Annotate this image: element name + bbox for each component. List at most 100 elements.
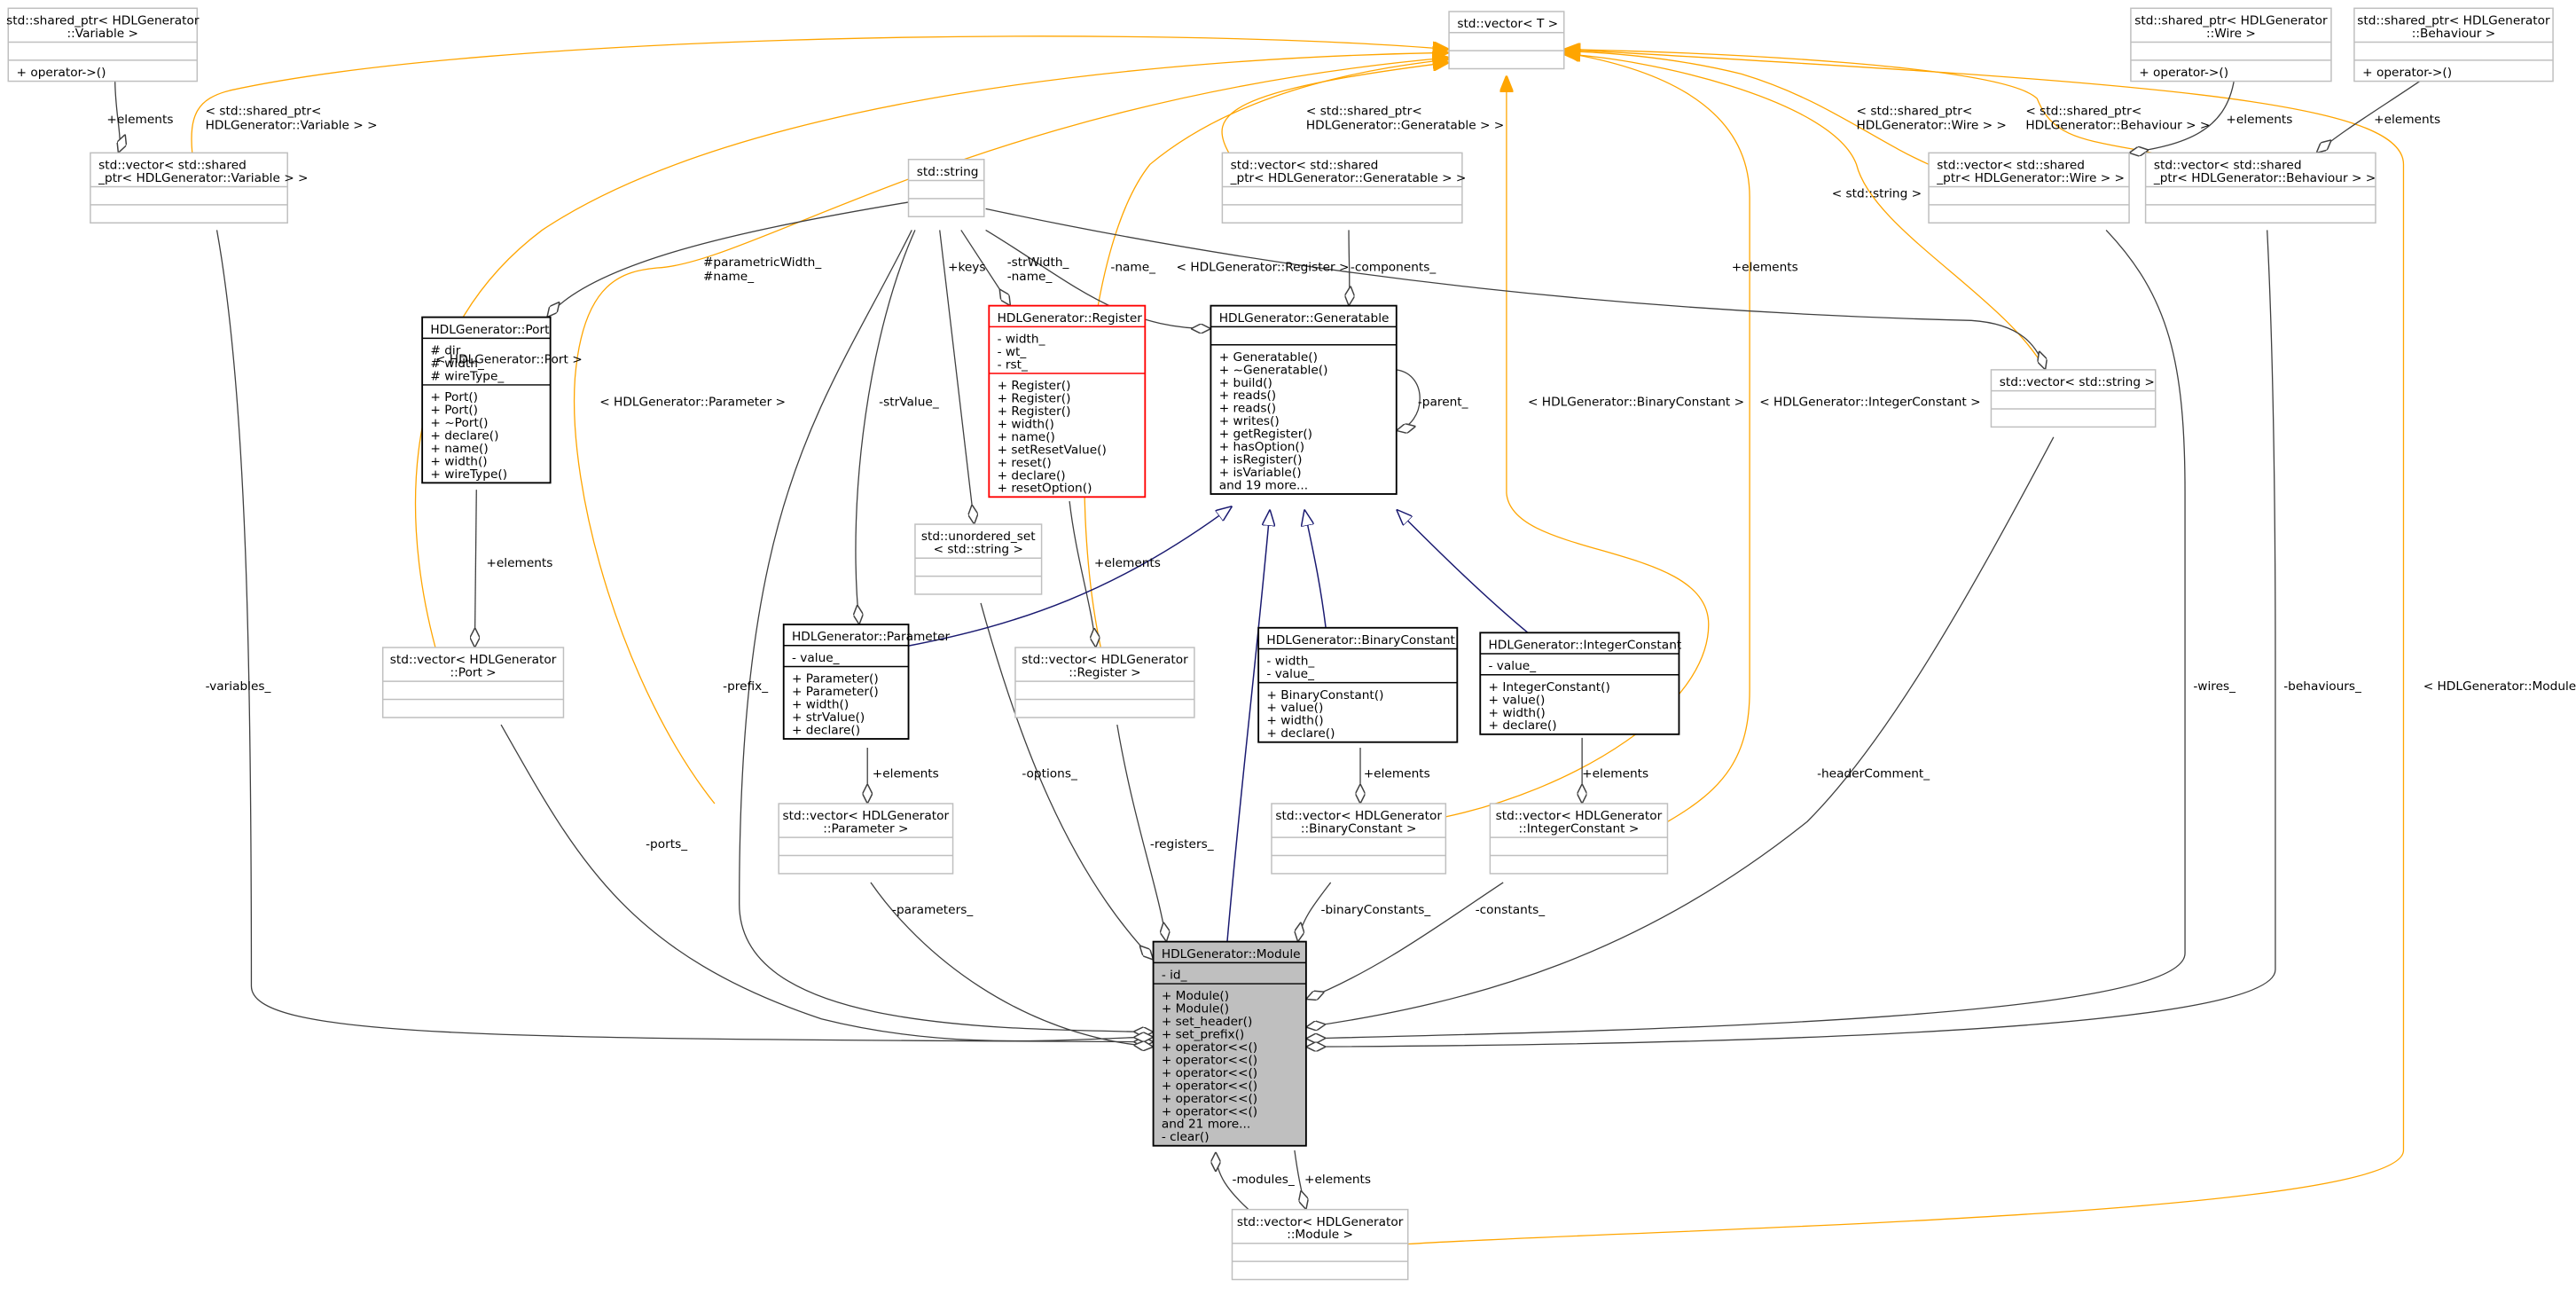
inheritance-edge <box>1226 509 1270 942</box>
edge-label: HDLGenerator::Wire > > <box>1857 118 2007 132</box>
class-node-uset[interactable]: std::unordered_set< std::string > <box>914 523 1043 595</box>
inheritance-edge <box>1397 509 1529 633</box>
class-operation: + reads() <box>1219 388 1276 403</box>
class-operation: + build() <box>1219 376 1272 390</box>
aggregation-edge <box>1216 1152 1249 1211</box>
class-attribute: - value_ <box>792 651 840 665</box>
class-box <box>2353 7 2554 82</box>
class-title: ::Port > <box>450 666 496 680</box>
class-operation: and 21 more... <box>1162 1118 1250 1132</box>
class-operation: + operator<<() <box>1162 1040 1257 1055</box>
class-title: ::IntegerConstant > <box>1519 822 1640 836</box>
class-box <box>90 152 288 224</box>
class-title: ::Wire > <box>2206 27 2256 41</box>
edge-label: +elements <box>106 113 173 127</box>
class-box <box>1014 647 1195 718</box>
edge-label: HDLGenerator::Behaviour > > <box>2025 118 2210 132</box>
edge-label: +elements <box>1732 261 1798 275</box>
class-operation: + Register() <box>998 379 1071 393</box>
edge-label: -name_ <box>1110 261 1155 275</box>
class-node-vec-port[interactable]: std::vector< HDLGenerator::Port > <box>381 647 565 718</box>
class-node-sp-beh[interactable]: std::shared_ptr< HDLGenerator::Behaviour… <box>2353 7 2554 82</box>
class-node-module[interactable]: HDLGenerator::Module- id_+ Module()+ Mod… <box>1152 940 1307 1147</box>
class-title: _ptr< HDLGenerator::Generatable > > <box>1230 171 1467 185</box>
class-title: std::shared_ptr< HDLGenerator <box>6 13 200 27</box>
class-node-vec-string[interactable]: std::vector< std::string > <box>1990 369 2157 428</box>
edge-label: -components_ <box>1351 261 1437 275</box>
class-operation: + Register() <box>998 404 1071 419</box>
class-box <box>2144 152 2376 224</box>
aggregation-edge <box>960 230 1011 305</box>
class-operation: + ~Generatable() <box>1219 363 1328 377</box>
class-node-vec-beh[interactable]: std::vector< std::shared_ptr< HDLGenerat… <box>2144 152 2376 224</box>
class-box <box>782 624 910 740</box>
class-title: std::vector< T > <box>1457 17 1558 31</box>
class-box <box>988 304 1147 498</box>
aggregation-edge <box>2129 78 2235 153</box>
class-title: ::BinaryConstant > <box>1301 822 1417 836</box>
class-node-parameter[interactable]: HDLGenerator::Parameter- value_+ Paramet… <box>782 624 951 740</box>
edge-label: -modules_ <box>1233 1173 1295 1187</box>
class-node-sp-wire[interactable]: std::shared_ptr< HDLGenerator::Wire >+ o… <box>2130 7 2332 82</box>
class-operation: + operator<<() <box>1162 1053 1257 1067</box>
class-node-vector-t[interactable]: std::vector< T > <box>1448 11 1565 70</box>
class-attribute: # wireType_ <box>430 369 504 383</box>
class-attribute: - width_ <box>998 333 1045 347</box>
template-instance-edge <box>191 35 1449 153</box>
class-node-sp-var[interactable]: std::shared_ptr< HDLGenerator::Variable … <box>6 7 200 82</box>
class-node-std-string[interactable]: std::string <box>907 159 985 217</box>
class-operation: + Port() <box>430 390 478 404</box>
edge-label: -ports_ <box>646 837 687 852</box>
class-operation: + width() <box>1489 706 1546 720</box>
class-node-port[interactable]: HDLGenerator::Port# dir_# width_# wireTy… <box>421 316 552 484</box>
class-operation: + strValue() <box>792 710 865 725</box>
class-box <box>1152 940 1307 1147</box>
class-node-vec-wire[interactable]: std::vector< std::shared_ptr< HDLGenerat… <box>1928 152 2130 224</box>
edge-label: -wires_ <box>2193 679 2235 694</box>
class-node-vec-intc[interactable]: std::vector< HDLGenerator::IntegerConsta… <box>1489 803 1669 875</box>
class-node-vec-var[interactable]: std::vector< std::shared_ptr< HDLGenerat… <box>90 152 309 224</box>
aggregation-edge <box>1069 501 1096 648</box>
class-node-vec-module[interactable]: std::vector< HDLGenerator::Module > <box>1231 1208 1409 1281</box>
class-node-register[interactable]: HDLGenerator::Register- width_- wt_- rst… <box>988 304 1147 498</box>
class-node-vec-gen[interactable]: std::vector< std::shared_ptr< HDLGenerat… <box>1221 152 1467 224</box>
class-node-binconst[interactable]: HDLGenerator::BinaryConstant- width_- va… <box>1257 626 1459 743</box>
class-title: std::vector< HDLGenerator <box>1022 653 1188 667</box>
class-node-vec-param[interactable]: std::vector< HDLGenerator::Parameter > <box>778 803 954 875</box>
template-instance-edge <box>1564 52 1750 822</box>
class-attribute: # dir_ <box>430 343 466 357</box>
edge-label: +elements <box>2226 113 2292 127</box>
class-operation: + IntegerConstant() <box>1489 680 1610 695</box>
class-box <box>1231 1208 1409 1281</box>
class-operation: and 19 more... <box>1219 478 1308 492</box>
class-node-vec-register[interactable]: std::vector< HDLGenerator::Register > <box>1014 647 1195 718</box>
edge-label: +elements <box>2374 113 2440 127</box>
class-attribute: # width_ <box>430 357 484 371</box>
class-box <box>1479 632 1680 735</box>
class-title: HDLGenerator::IntegerConstant <box>1489 638 1682 652</box>
class-operation: + resetOption() <box>998 482 1092 496</box>
aggregation-edge <box>939 230 975 524</box>
class-node-vec-binc[interactable]: std::vector< HDLGenerator::BinaryConstan… <box>1271 803 1447 875</box>
class-title: std::vector< std::string > <box>2000 375 2155 389</box>
class-node-generatable[interactable]: HDLGenerator::Generatable+ Generatable()… <box>1210 304 1398 495</box>
class-operation: + BinaryConstant() <box>1266 688 1383 702</box>
class-box <box>1210 304 1398 495</box>
class-title: HDLGenerator::BinaryConstant <box>1266 633 1455 648</box>
edge-label: +elements <box>873 766 939 781</box>
edge-label: < HDLGenerator::Port > <box>435 352 583 366</box>
class-operation: + name() <box>430 442 488 456</box>
class-operation: + width() <box>792 698 849 712</box>
class-title: < std::string > <box>934 543 1023 557</box>
aggregation-edge <box>856 230 916 624</box>
edge-label: < HDLGenerator::IntegerConstant > <box>1759 396 1980 410</box>
class-operation: + declare() <box>1266 726 1335 741</box>
class-node-intconst[interactable]: HDLGenerator::IntegerConstant- value_+ I… <box>1479 632 1682 735</box>
class-box <box>2130 7 2332 82</box>
template-instance-edge <box>573 58 1450 804</box>
aggregation-edge <box>1306 882 1504 1000</box>
class-operation: + operator<<() <box>1162 1079 1257 1093</box>
aggregation-edge <box>1306 436 2055 1027</box>
class-box <box>1271 803 1447 875</box>
class-title: HDLGenerator::Module <box>1162 947 1301 961</box>
